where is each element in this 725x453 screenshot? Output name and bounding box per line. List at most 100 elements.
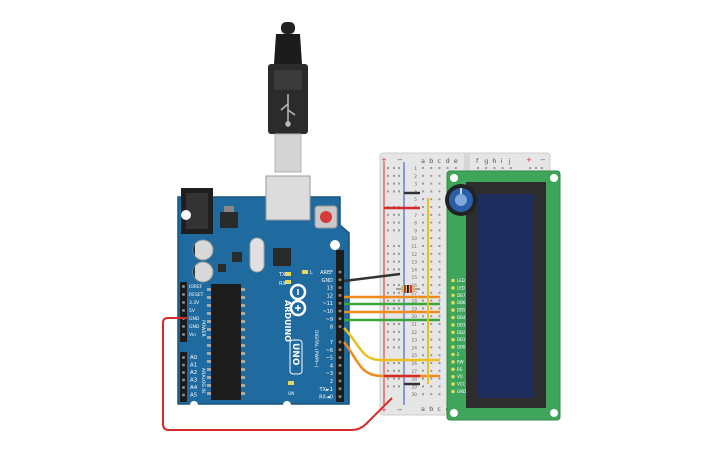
lcd-pin-pad[interactable]: [451, 308, 455, 312]
bb-rail-hole[interactable]: [387, 252, 389, 255]
lcd-pin-pad[interactable]: [451, 330, 455, 335]
bb-hole[interactable]: [430, 323, 433, 325]
bb-hole[interactable]: [509, 167, 512, 169]
bb-hole[interactable]: [438, 393, 441, 396]
header-pin-hole[interactable]: [338, 356, 342, 360]
bb-hole[interactable]: [438, 377, 441, 380]
header-pin-hole[interactable]: [338, 371, 342, 375]
bb-rail-hole[interactable]: [387, 167, 389, 169]
bb-hole[interactable]: [430, 346, 433, 349]
bb-hole[interactable]: [438, 190, 441, 193]
bb-rail-hole[interactable]: [387, 377, 389, 380]
bb-hole[interactable]: [422, 346, 424, 349]
bb-hole[interactable]: [430, 268, 433, 271]
bb-hole[interactable]: [422, 330, 424, 333]
header-pin-hole[interactable]: [182, 325, 185, 328]
header-pin-hole[interactable]: [182, 293, 185, 296]
bb-hole[interactable]: [422, 268, 424, 271]
header-pin-hole[interactable]: [338, 348, 342, 352]
bb-rail-hole[interactable]: [387, 338, 389, 341]
bb-rail-hole[interactable]: [398, 299, 400, 302]
bb-hole[interactable]: [438, 362, 441, 364]
header-pin-hole[interactable]: [338, 270, 342, 274]
bb-hole[interactable]: [422, 315, 424, 318]
header-pin-hole[interactable]: [338, 340, 342, 344]
bb-hole[interactable]: [438, 354, 441, 357]
bb-rail-hole[interactable]: [393, 330, 395, 333]
bb-rail-hole[interactable]: [398, 213, 400, 216]
bb-rail-hole[interactable]: [387, 182, 389, 185]
bb-rail-hole[interactable]: [393, 346, 395, 349]
lcd-pin-pad[interactable]: [451, 278, 455, 283]
bb-rail-hole[interactable]: [393, 362, 395, 364]
bb-hole[interactable]: [438, 385, 441, 388]
bb-hole[interactable]: [422, 369, 424, 372]
bb-hole[interactable]: [438, 330, 441, 333]
bb-hole[interactable]: [430, 182, 433, 185]
bb-hole[interactable]: [422, 260, 424, 263]
bb-rail-hole[interactable]: [387, 245, 389, 247]
bb-rail-hole[interactable]: [387, 362, 389, 364]
header-pin-hole[interactable]: [338, 309, 342, 313]
bb-hole[interactable]: [430, 393, 433, 396]
bb-rail-hole[interactable]: [541, 167, 543, 169]
bb-hole[interactable]: [430, 338, 433, 341]
wires[interactable]: [162, 191, 440, 431]
bb-hole[interactable]: [438, 338, 441, 341]
bb-rail-hole[interactable]: [387, 268, 389, 271]
bb-hole[interactable]: [430, 276, 433, 279]
bb-hole[interactable]: [430, 167, 433, 169]
lcd-pin-pad[interactable]: [451, 286, 455, 290]
bb-rail-hole[interactable]: [398, 245, 400, 247]
bb-hole[interactable]: [438, 252, 441, 255]
bb-rail-hole[interactable]: [393, 385, 395, 388]
lcd-pin-pad[interactable]: [451, 374, 455, 379]
bb-hole[interactable]: [485, 167, 488, 169]
bb-rail-hole[interactable]: [393, 284, 395, 286]
lcd-pin-pad[interactable]: [451, 300, 455, 305]
bb-rail-hole[interactable]: [387, 323, 389, 325]
bb-hole[interactable]: [422, 174, 424, 177]
bb-rail-hole[interactable]: [398, 307, 400, 310]
bb-hole[interactable]: [422, 307, 424, 310]
bb-rail-hole[interactable]: [398, 260, 400, 263]
header-pin-hole[interactable]: [182, 333, 185, 336]
header-pin-hole[interactable]: [182, 371, 185, 374]
lcd-pin-pad[interactable]: [451, 323, 455, 327]
bb-hole[interactable]: [438, 346, 441, 349]
bb-rail-hole[interactable]: [387, 307, 389, 310]
bb-rail-hole[interactable]: [398, 221, 400, 224]
bb-hole[interactable]: [438, 198, 441, 201]
bb-rail-hole[interactable]: [393, 221, 395, 224]
bb-hole[interactable]: [438, 369, 441, 372]
bb-hole[interactable]: [438, 237, 441, 240]
bb-rail-hole[interactable]: [393, 369, 395, 372]
wire-pin8-yellow[interactable]: [343, 327, 440, 362]
header-pin-hole[interactable]: [338, 317, 342, 321]
bb-rail-hole[interactable]: [398, 330, 400, 333]
bb-hole[interactable]: [430, 198, 433, 201]
usb-cable[interactable]: [268, 22, 308, 173]
bb-rail-hole[interactable]: [387, 369, 389, 372]
bb-rail-hole[interactable]: [535, 167, 537, 169]
bb-hole[interactable]: [438, 167, 441, 169]
header-pin-hole[interactable]: [338, 301, 342, 305]
bb-rail-hole[interactable]: [393, 307, 395, 310]
bb-hole[interactable]: [430, 221, 433, 224]
bb-hole[interactable]: [422, 338, 424, 341]
bb-hole[interactable]: [438, 268, 441, 271]
bb-rail-hole[interactable]: [398, 252, 400, 255]
bb-hole[interactable]: [430, 229, 433, 232]
bb-hole[interactable]: [422, 385, 424, 388]
bb-hole[interactable]: [430, 206, 433, 208]
bb-rail-hole[interactable]: [393, 323, 395, 325]
bb-hole[interactable]: [430, 299, 433, 302]
header-pin-hole[interactable]: [338, 286, 342, 290]
bb-rail-hole[interactable]: [393, 190, 395, 193]
bb-hole[interactable]: [422, 213, 424, 216]
bb-rail-hole[interactable]: [387, 260, 389, 263]
bb-hole[interactable]: [430, 245, 433, 247]
bb-hole[interactable]: [422, 252, 424, 255]
bb-rail-hole[interactable]: [393, 377, 395, 380]
bb-hole[interactable]: [422, 167, 424, 169]
